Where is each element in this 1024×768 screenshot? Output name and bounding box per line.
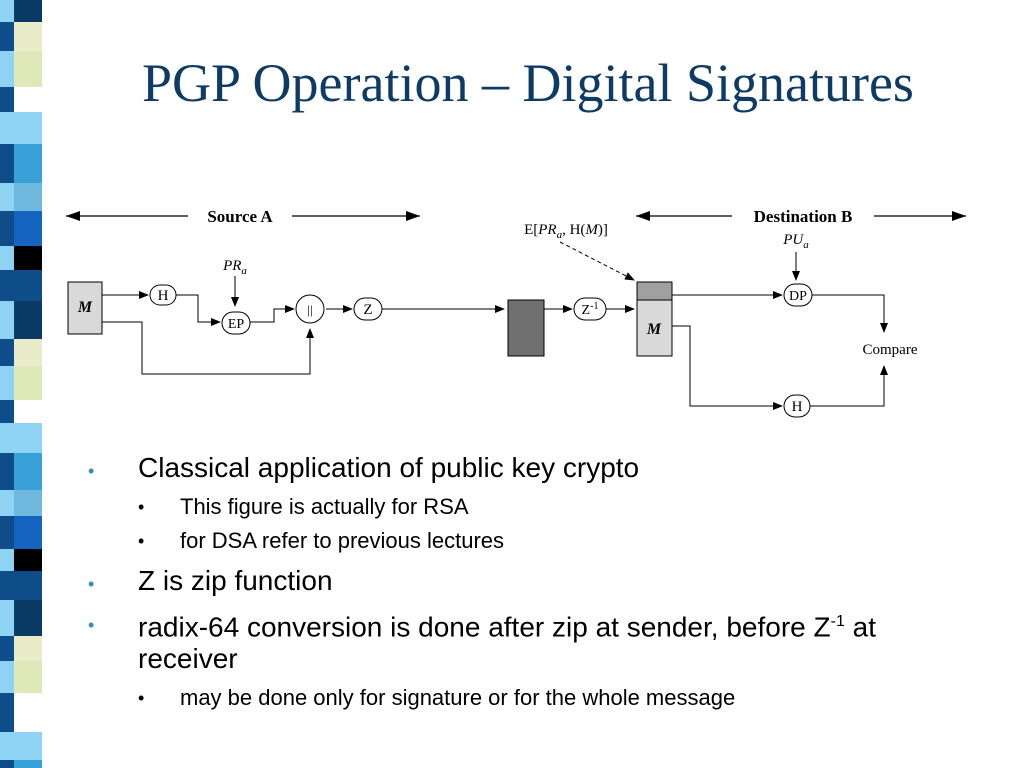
destination-span-arrow: Destination B xyxy=(636,207,966,226)
stripe-edge-segment xyxy=(0,301,14,339)
pgp-signature-diagram: Source A Destination B M H PRa EP || Z xyxy=(66,207,966,418)
public-key-label: PUa xyxy=(782,232,809,251)
stripe-edge-segment xyxy=(0,490,14,516)
stripe-edge-segment xyxy=(0,571,14,600)
bullet-list: • Classical application of public key cr… xyxy=(80,452,980,718)
stripe-edge-segment xyxy=(0,22,14,51)
bullet-icon: • xyxy=(88,461,95,481)
sub-bullet-icon: • xyxy=(138,688,145,709)
dest-message-label: M xyxy=(646,321,662,338)
stripe-edge-segment xyxy=(0,760,14,768)
svg-text:Z-1: Z-1 xyxy=(582,301,599,318)
private-key-label: PRa xyxy=(222,258,247,277)
source-message-label: M xyxy=(77,299,93,316)
bullet-item: • Z is zip function xyxy=(80,565,980,597)
stripe-segment xyxy=(14,693,42,732)
stripe-edge-segment xyxy=(0,516,14,549)
decorative-stripe-bar xyxy=(0,0,42,768)
stripe-segment xyxy=(14,760,42,768)
svg-text:Z: Z xyxy=(363,302,372,318)
stripe-edge-segment xyxy=(0,693,14,732)
stripe-edge-segment xyxy=(0,144,14,183)
destination-label: Destination B xyxy=(754,207,853,226)
stripe-edge-segment xyxy=(0,549,14,571)
stripe-edge-segment xyxy=(0,600,14,636)
dest-signature-box xyxy=(636,281,673,301)
stripe-segment xyxy=(14,301,42,339)
stripe-segment xyxy=(14,600,42,636)
stripe-segment xyxy=(14,661,42,693)
stripe-segment xyxy=(14,366,42,400)
sub-bullet-icon: • xyxy=(138,531,145,551)
dest-message-box xyxy=(636,299,673,357)
sub-bullet-item: • This figure is actually for RSA xyxy=(138,494,469,519)
stripe-segment xyxy=(14,22,42,51)
stripe-edge-segment xyxy=(0,453,14,490)
stripe-segment xyxy=(14,571,42,600)
stripe-segment xyxy=(14,339,42,366)
svg-text:H: H xyxy=(792,399,803,415)
concat-node: || xyxy=(295,294,325,324)
bullet-icon: • xyxy=(88,615,95,635)
stripe-segment xyxy=(14,112,42,144)
unzip-node: Z-1 xyxy=(573,297,607,321)
zip-node: Z xyxy=(353,297,383,321)
stripe-segment xyxy=(14,732,42,760)
bullet-icon: • xyxy=(88,574,95,594)
stripe-edge-segment xyxy=(0,51,14,87)
stripe-segment xyxy=(14,453,42,490)
stripe-edge-segment xyxy=(0,112,14,144)
stripe-edge-segment xyxy=(0,636,14,661)
stripe-segment xyxy=(14,51,42,87)
source-span-arrow: Source A xyxy=(66,207,420,226)
stripe-edge-segment xyxy=(0,732,14,760)
svg-text:||: || xyxy=(307,302,312,317)
stripe-segment xyxy=(14,549,42,571)
stripe-edge-segment xyxy=(0,366,14,400)
stripe-segment xyxy=(14,400,42,423)
slide-title: PGP Operation – Digital Signatures xyxy=(142,53,914,113)
stripe-edge-segment xyxy=(0,183,14,211)
source-message-box xyxy=(67,281,103,335)
signature-annotation: E[PRa, H(M)] xyxy=(524,222,608,241)
stripe-edge-segment xyxy=(0,270,14,301)
stripe-edge-segment xyxy=(0,339,14,366)
sub-bullet-item: • for DSA refer to previous lectures xyxy=(138,528,505,553)
stripe-edge-segment xyxy=(0,400,14,423)
compare-label: Compare xyxy=(863,342,918,358)
decrypt-public-node: DP xyxy=(783,283,813,307)
stripe-edge-segment xyxy=(0,87,14,112)
stripe-segment xyxy=(14,270,42,301)
stripe-segment xyxy=(14,144,42,183)
stripe-segment xyxy=(14,516,42,549)
stripe-segment xyxy=(14,87,42,112)
encrypt-private-node: EP xyxy=(221,311,251,335)
sub-bullet-icon: • xyxy=(138,497,145,517)
source-hash-node: H xyxy=(149,284,177,306)
compressed-block xyxy=(507,299,545,357)
stripe-segment xyxy=(14,0,42,22)
stripe-segment xyxy=(14,423,42,453)
stripe-segment xyxy=(14,490,42,516)
stripe-segment xyxy=(14,183,42,211)
bullet-item: • Classical application of public key cr… xyxy=(80,452,980,484)
dest-hash-node: H xyxy=(783,394,811,418)
stripe-edge-segment xyxy=(0,661,14,693)
stripe-segment xyxy=(14,636,42,661)
svg-text:H: H xyxy=(158,288,169,304)
stripe-segment xyxy=(14,211,42,246)
stripe-edge-segment xyxy=(0,211,14,246)
stripe-edge-segment xyxy=(0,423,14,453)
stripe-edge-segment xyxy=(0,246,14,270)
stripe-segment xyxy=(14,246,42,270)
stripe-edge-segment xyxy=(0,0,14,22)
svg-text:EP: EP xyxy=(228,317,245,332)
sub-bullet-item: • may be done only for signature or for … xyxy=(138,685,736,711)
bullet-item: • radix-64 conversion is done after zip … xyxy=(80,606,980,675)
source-label: Source A xyxy=(207,207,273,226)
svg-text:DP: DP xyxy=(789,289,807,304)
